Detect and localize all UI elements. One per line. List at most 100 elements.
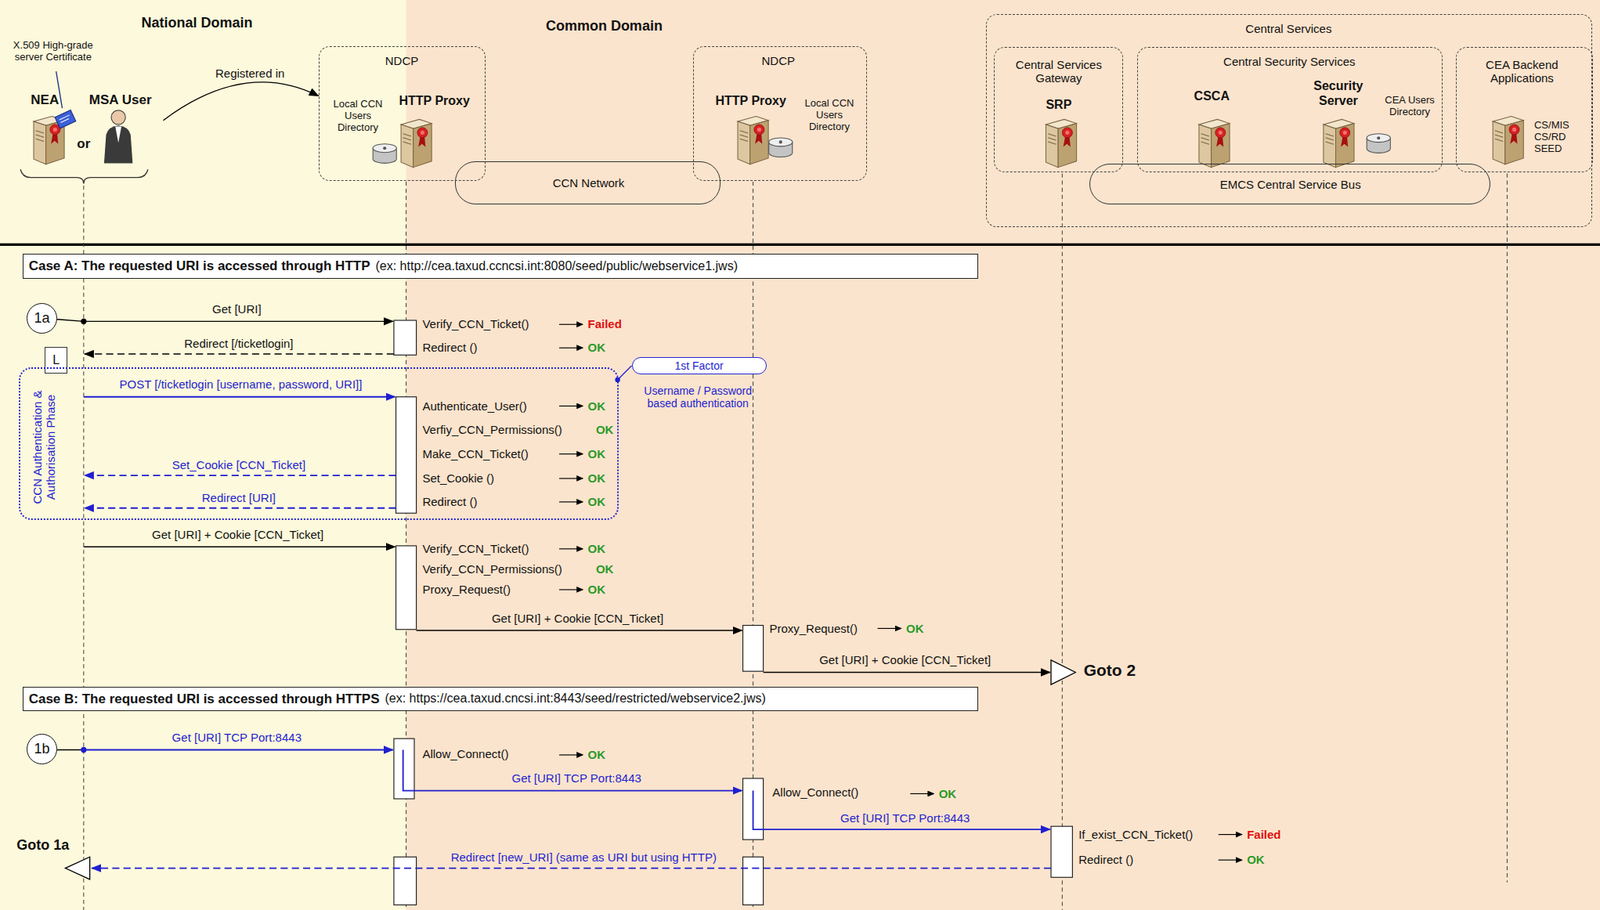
service-box: Central Security ServicesCSCASecurity Se… xyxy=(1137,46,1443,173)
case-box: Case B: The requested URI is accessed th… xyxy=(22,686,979,712)
callout-leader xyxy=(57,319,84,322)
result-arrow xyxy=(1218,834,1243,835)
callout-number: 1a xyxy=(26,303,58,334)
message-label: Registered in xyxy=(215,66,285,80)
lifeline xyxy=(83,185,84,910)
message-label: Set_Cookie [CCN_Ticket] xyxy=(172,458,306,472)
box-label: CCN Network xyxy=(552,176,625,191)
message-label: Verify_CCN_Ticket() xyxy=(422,541,529,556)
domain-band: National Domain xyxy=(0,0,407,910)
domain-heading: Common Domain xyxy=(545,17,663,34)
goto-triangle xyxy=(1051,660,1076,685)
activation-bar xyxy=(743,856,764,905)
result-arrow xyxy=(559,477,583,479)
common-ground xyxy=(406,0,1600,910)
result-arrow xyxy=(559,347,583,349)
callout-number: 1a xyxy=(33,310,50,327)
result-arrow xyxy=(559,453,583,455)
message-arrow xyxy=(763,671,1051,673)
result-ok: OK xyxy=(1246,853,1265,867)
callout-number: 1b xyxy=(33,740,50,758)
loop-marker: L xyxy=(44,346,68,374)
message-label: Get [URI] TCP Port:8443 xyxy=(840,811,970,825)
result-ok: OK xyxy=(588,748,607,763)
factor-label: 1st Factor xyxy=(674,359,723,373)
activation-bar xyxy=(393,856,417,905)
callout-box: 1st Factor xyxy=(632,357,767,375)
goto-label: Goto 1a xyxy=(16,836,69,853)
callout-leader xyxy=(57,749,84,751)
bracket xyxy=(20,169,149,184)
result-ok: OK xyxy=(939,787,958,801)
certificate-icon xyxy=(60,119,69,123)
box-label: NDCP xyxy=(762,54,796,68)
user-icon xyxy=(104,125,133,163)
certificate-icon xyxy=(54,109,76,129)
activation-bar xyxy=(743,625,764,672)
message-label: Verfiy_CCN_Permissions() xyxy=(422,422,562,437)
message-label: Redirect [new_URI] (same as URI but usin… xyxy=(451,850,717,864)
registration-arrow xyxy=(162,82,318,121)
result-ok: OK xyxy=(588,341,607,355)
message-label: Get [URI] + Cookie [CCN_Ticket] xyxy=(819,653,991,667)
result-failed: Failed xyxy=(588,317,622,332)
activation-bar xyxy=(396,545,417,630)
result-arrow xyxy=(559,588,583,590)
network-bus: EMCS Central Service Bus xyxy=(1089,163,1491,205)
box-label: Central Services Gateway xyxy=(1002,57,1115,85)
result-arrow xyxy=(1218,859,1243,861)
activation-bar xyxy=(393,320,417,355)
goto-triangle xyxy=(65,856,90,880)
activation-bar xyxy=(1051,826,1073,878)
result-ok: OK xyxy=(595,422,614,437)
ndcp-box: NDCPHTTP ProxyLocal CCN Users Directory xyxy=(693,46,868,181)
box-label: CEA Backend Applications xyxy=(1466,57,1579,85)
message-label: POST [/ticketlogin [username, password, … xyxy=(119,378,363,392)
directory-label: Local CCN Users Directory xyxy=(799,97,860,133)
goto-label: Goto 2 xyxy=(1083,660,1137,680)
participant-name: NEA xyxy=(30,92,59,109)
message-label: Redirect [URI] xyxy=(202,491,276,505)
case-heading: Case B: The requested URI is accessed th… xyxy=(28,691,380,708)
user-icon xyxy=(111,110,126,125)
message-arrow xyxy=(416,629,743,631)
directory-label: CS/MIS CS/RD SEED xyxy=(1534,119,1578,156)
services-group: Central ServicesCentral Services Gateway… xyxy=(986,14,1593,228)
message-label: Get [URI] TCP Port:8443 xyxy=(512,771,642,785)
message-label: Redirect [/ticketlogin] xyxy=(184,336,293,351)
lifeline xyxy=(1506,173,1508,882)
loop-letter: L xyxy=(52,353,60,368)
national-ground xyxy=(0,0,407,910)
message-arrow xyxy=(84,474,396,477)
message-arrow xyxy=(83,321,394,322)
certificate-icon xyxy=(54,109,76,129)
result-failed: Failed xyxy=(1246,827,1281,842)
message-arrow xyxy=(91,867,1052,870)
network-bus: CCN Network xyxy=(455,161,721,205)
server-icon xyxy=(737,116,769,165)
message-label: Get [URI] + Cookie [CCN_Ticket] xyxy=(151,527,324,542)
box-label: EMCS Central Service Bus xyxy=(1220,178,1362,192)
message-arrow xyxy=(84,507,396,510)
result-arrow xyxy=(559,548,583,549)
result-ok: OK xyxy=(588,447,607,461)
activation-bar xyxy=(393,738,415,799)
service-box: CEA Backend ApplicationsCS/MIS CS/RD SEE… xyxy=(1455,46,1593,173)
message-arrow xyxy=(83,396,395,398)
result-ok: OK xyxy=(588,471,607,485)
result-arrow xyxy=(559,324,583,326)
message-label: Authenticate_User() xyxy=(422,399,527,413)
activation-bar xyxy=(396,397,417,514)
phase-title: CCN Authentication & Authorisation Phase xyxy=(29,381,58,514)
result-arrow xyxy=(559,405,583,407)
message-label: Redirect () xyxy=(422,341,477,355)
message-label: Get [URI] TCP Port:8443 xyxy=(172,730,302,745)
result-ok: OK xyxy=(595,562,614,576)
message-label: Get [URI] + Cookie [CCN_Ticket] xyxy=(491,611,664,625)
participant-name: or xyxy=(76,136,91,152)
result-ok: OK xyxy=(588,494,607,509)
message-label: Get [URI] xyxy=(212,302,262,316)
message-label: Allow_Connect() xyxy=(772,786,859,800)
server-icon xyxy=(1492,116,1524,165)
result-arrow xyxy=(559,501,583,503)
